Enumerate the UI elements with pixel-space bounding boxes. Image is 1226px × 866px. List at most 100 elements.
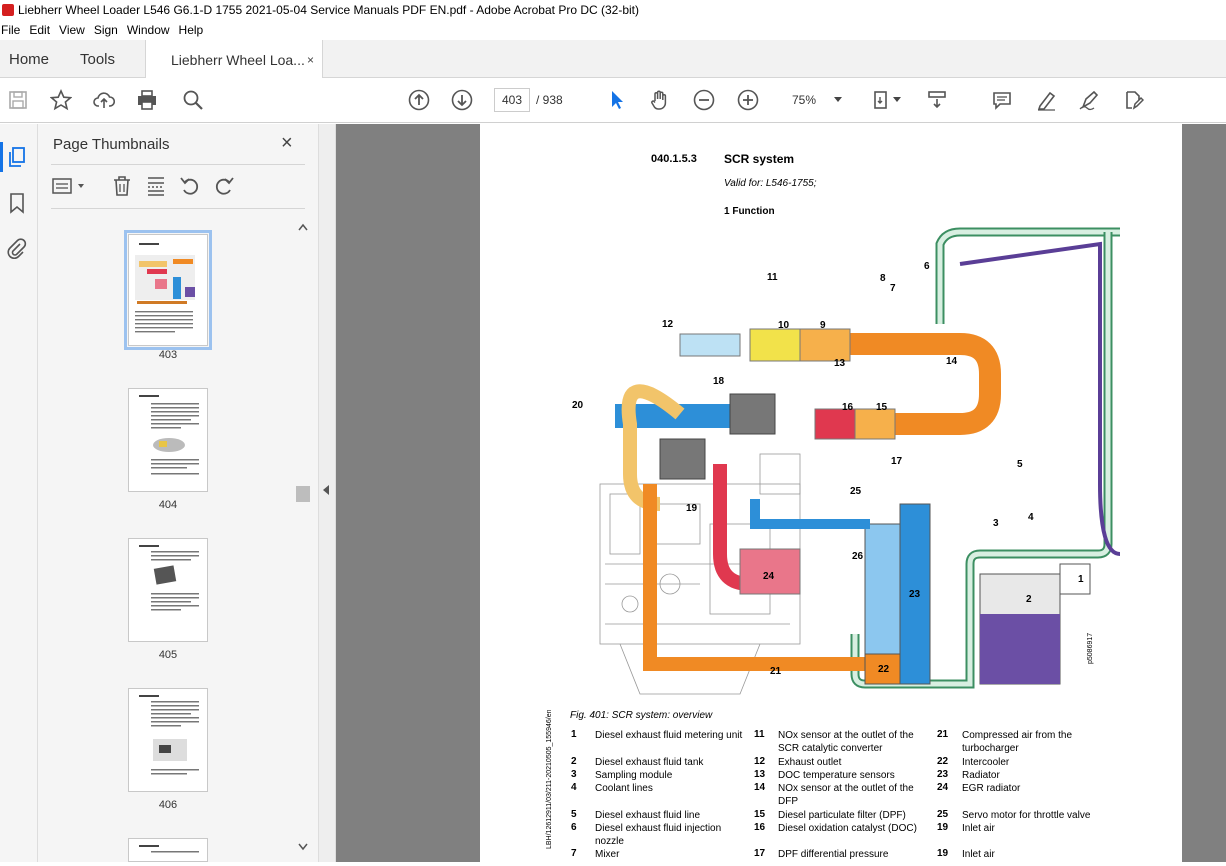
legend-number: 14 bbox=[754, 782, 766, 793]
side-code: LBH/12612911/03/211-20210505_155946/en bbox=[546, 709, 553, 849]
edit-pdf-icon[interactable] bbox=[1121, 88, 1145, 112]
panel-close-icon[interactable]: × bbox=[281, 132, 293, 154]
def-line bbox=[959, 241, 1120, 556]
menu-edit[interactable]: Edit bbox=[29, 23, 51, 37]
previous-page-icon[interactable] bbox=[407, 88, 431, 112]
egr-radiator bbox=[739, 548, 801, 595]
diagram-label-16: 16 bbox=[842, 402, 854, 413]
zoom-out-icon[interactable] bbox=[692, 88, 716, 112]
menu-window[interactable]: Window bbox=[126, 23, 170, 37]
menu-sign[interactable]: Sign bbox=[93, 23, 118, 37]
charge-air-line bbox=[643, 484, 865, 671]
menu-help[interactable]: Help bbox=[178, 23, 204, 37]
delete-page-icon[interactable] bbox=[111, 175, 133, 202]
diagram-label-6: 6 bbox=[924, 261, 930, 272]
highlight-pen-icon[interactable] bbox=[1034, 88, 1058, 112]
legend-text: DPF differential pressure bbox=[778, 849, 889, 860]
thumbnails-scrollbar[interactable] bbox=[296, 220, 310, 856]
page-number-input[interactable]: 403 bbox=[494, 88, 530, 112]
doc-16 bbox=[814, 408, 856, 440]
legend-number: 16 bbox=[754, 822, 766, 833]
valid-for: Valid for: L546-1755; bbox=[724, 178, 817, 189]
thumbnail-page-404[interactable] bbox=[128, 388, 208, 492]
panel-splitter[interactable] bbox=[318, 124, 336, 862]
thumbnails-panel: Page Thumbnails × bbox=[38, 124, 318, 862]
toolbar bbox=[0, 78, 1226, 123]
menu-view[interactable]: View bbox=[59, 23, 85, 37]
scr-catalyst-10 bbox=[749, 328, 801, 362]
tab-close-icon[interactable]: × bbox=[306, 52, 314, 67]
diagram-label-18: 18 bbox=[713, 376, 725, 387]
legend-number: 22 bbox=[937, 756, 949, 767]
diagram-label-2: 2 bbox=[1026, 594, 1032, 605]
page-thumbnails-icon[interactable] bbox=[6, 146, 28, 173]
legend-text: EGR radiator bbox=[962, 783, 1021, 794]
bookmark-star-icon[interactable] bbox=[49, 88, 73, 112]
bookmarks-icon[interactable] bbox=[6, 192, 28, 219]
scroll-mode-icon[interactable] bbox=[925, 88, 949, 112]
diagram-label-22: 22 bbox=[878, 664, 890, 675]
diagram-label-21: 21 bbox=[770, 666, 782, 677]
tab-document[interactable]: Liebherr Wheel Loa... × bbox=[145, 40, 323, 79]
fit-page-dropdown-icon[interactable] bbox=[893, 97, 901, 102]
legend-text: DOC temperature sensors bbox=[778, 770, 895, 781]
comment-icon[interactable] bbox=[990, 88, 1014, 112]
legend-number: 13 bbox=[754, 769, 766, 780]
legend-text: Coolant lines bbox=[595, 783, 653, 794]
next-page-icon[interactable] bbox=[450, 88, 474, 112]
pdf-page: 040.1.5.3 SCR system Valid for: L546-175… bbox=[480, 124, 1182, 862]
legend-text: Servo motor for throttle valve bbox=[962, 810, 1091, 821]
rail-selection-indicator bbox=[0, 142, 3, 172]
coolant-blue bbox=[750, 499, 870, 529]
cloud-upload-icon[interactable] bbox=[92, 88, 116, 112]
tab-home[interactable]: Home bbox=[9, 50, 50, 68]
save-icon[interactable] bbox=[6, 88, 30, 112]
zoom-search-icon[interactable] bbox=[181, 88, 205, 112]
hand-tool-icon[interactable] bbox=[648, 88, 672, 112]
extract-pages-icon[interactable] bbox=[145, 175, 167, 202]
print-icon[interactable] bbox=[135, 88, 159, 112]
diagram-label-10: 10 bbox=[778, 320, 790, 331]
page-total: / 938 bbox=[536, 93, 563, 107]
drawing-id: p5086917 bbox=[1087, 632, 1094, 664]
diagram-label-20: 20 bbox=[572, 400, 584, 411]
section-number: 040.1.5.3 bbox=[651, 153, 697, 165]
fit-page-icon[interactable] bbox=[870, 88, 894, 112]
legend-text: Diesel exhaust fluid line bbox=[595, 810, 701, 821]
subheading: 1 Function bbox=[724, 206, 775, 217]
chevron-down-icon bbox=[834, 97, 842, 102]
thumbnail-page-407[interactable] bbox=[128, 838, 208, 862]
legend-text: Inlet air bbox=[962, 823, 995, 834]
legend-text: Diesel oxidation catalyst (DOC) bbox=[778, 823, 917, 834]
panel-divider-2 bbox=[51, 208, 305, 209]
thumbnail-options-icon[interactable] bbox=[52, 176, 88, 201]
turbocharger bbox=[729, 393, 776, 435]
legend-text: Diesel particulate filter (DPF) bbox=[778, 810, 906, 821]
diagram-label-13: 13 bbox=[834, 358, 846, 369]
legend-number: 6 bbox=[571, 822, 577, 833]
legend-number: 24 bbox=[937, 782, 949, 793]
thumbnail-page-403[interactable] bbox=[124, 230, 212, 350]
menu-file[interactable]: File bbox=[1, 23, 21, 37]
legend-number: 12 bbox=[754, 756, 766, 767]
rotate-counterclockwise-icon[interactable] bbox=[179, 175, 201, 202]
zoom-select[interactable]: 75% bbox=[780, 88, 852, 112]
tab-tools[interactable]: Tools bbox=[80, 50, 116, 68]
diagram-label-24: 24 bbox=[763, 571, 775, 582]
legend-text: Radiator bbox=[962, 770, 1000, 781]
coolant-lines bbox=[850, 227, 1120, 689]
zoom-in-icon[interactable] bbox=[736, 88, 760, 112]
menu-bar: File Edit View Sign Window Help bbox=[0, 20, 1226, 40]
compressed-air-line bbox=[621, 384, 685, 511]
thumbnail-page-406[interactable] bbox=[128, 688, 208, 792]
select-cursor-icon[interactable] bbox=[605, 88, 629, 112]
diagram-label-3: 3 bbox=[993, 518, 999, 529]
collapse-panel-icon[interactable] bbox=[323, 485, 329, 495]
sign-icon[interactable] bbox=[1077, 88, 1101, 112]
attachments-icon[interactable] bbox=[6, 238, 28, 265]
thumbnail-page-405[interactable] bbox=[128, 538, 208, 642]
legend-number: 3 bbox=[571, 769, 577, 780]
figure-caption: Fig. 401: SCR system: overview bbox=[570, 710, 713, 721]
rotate-clockwise-icon[interactable] bbox=[213, 175, 235, 202]
left-rail bbox=[0, 124, 38, 862]
